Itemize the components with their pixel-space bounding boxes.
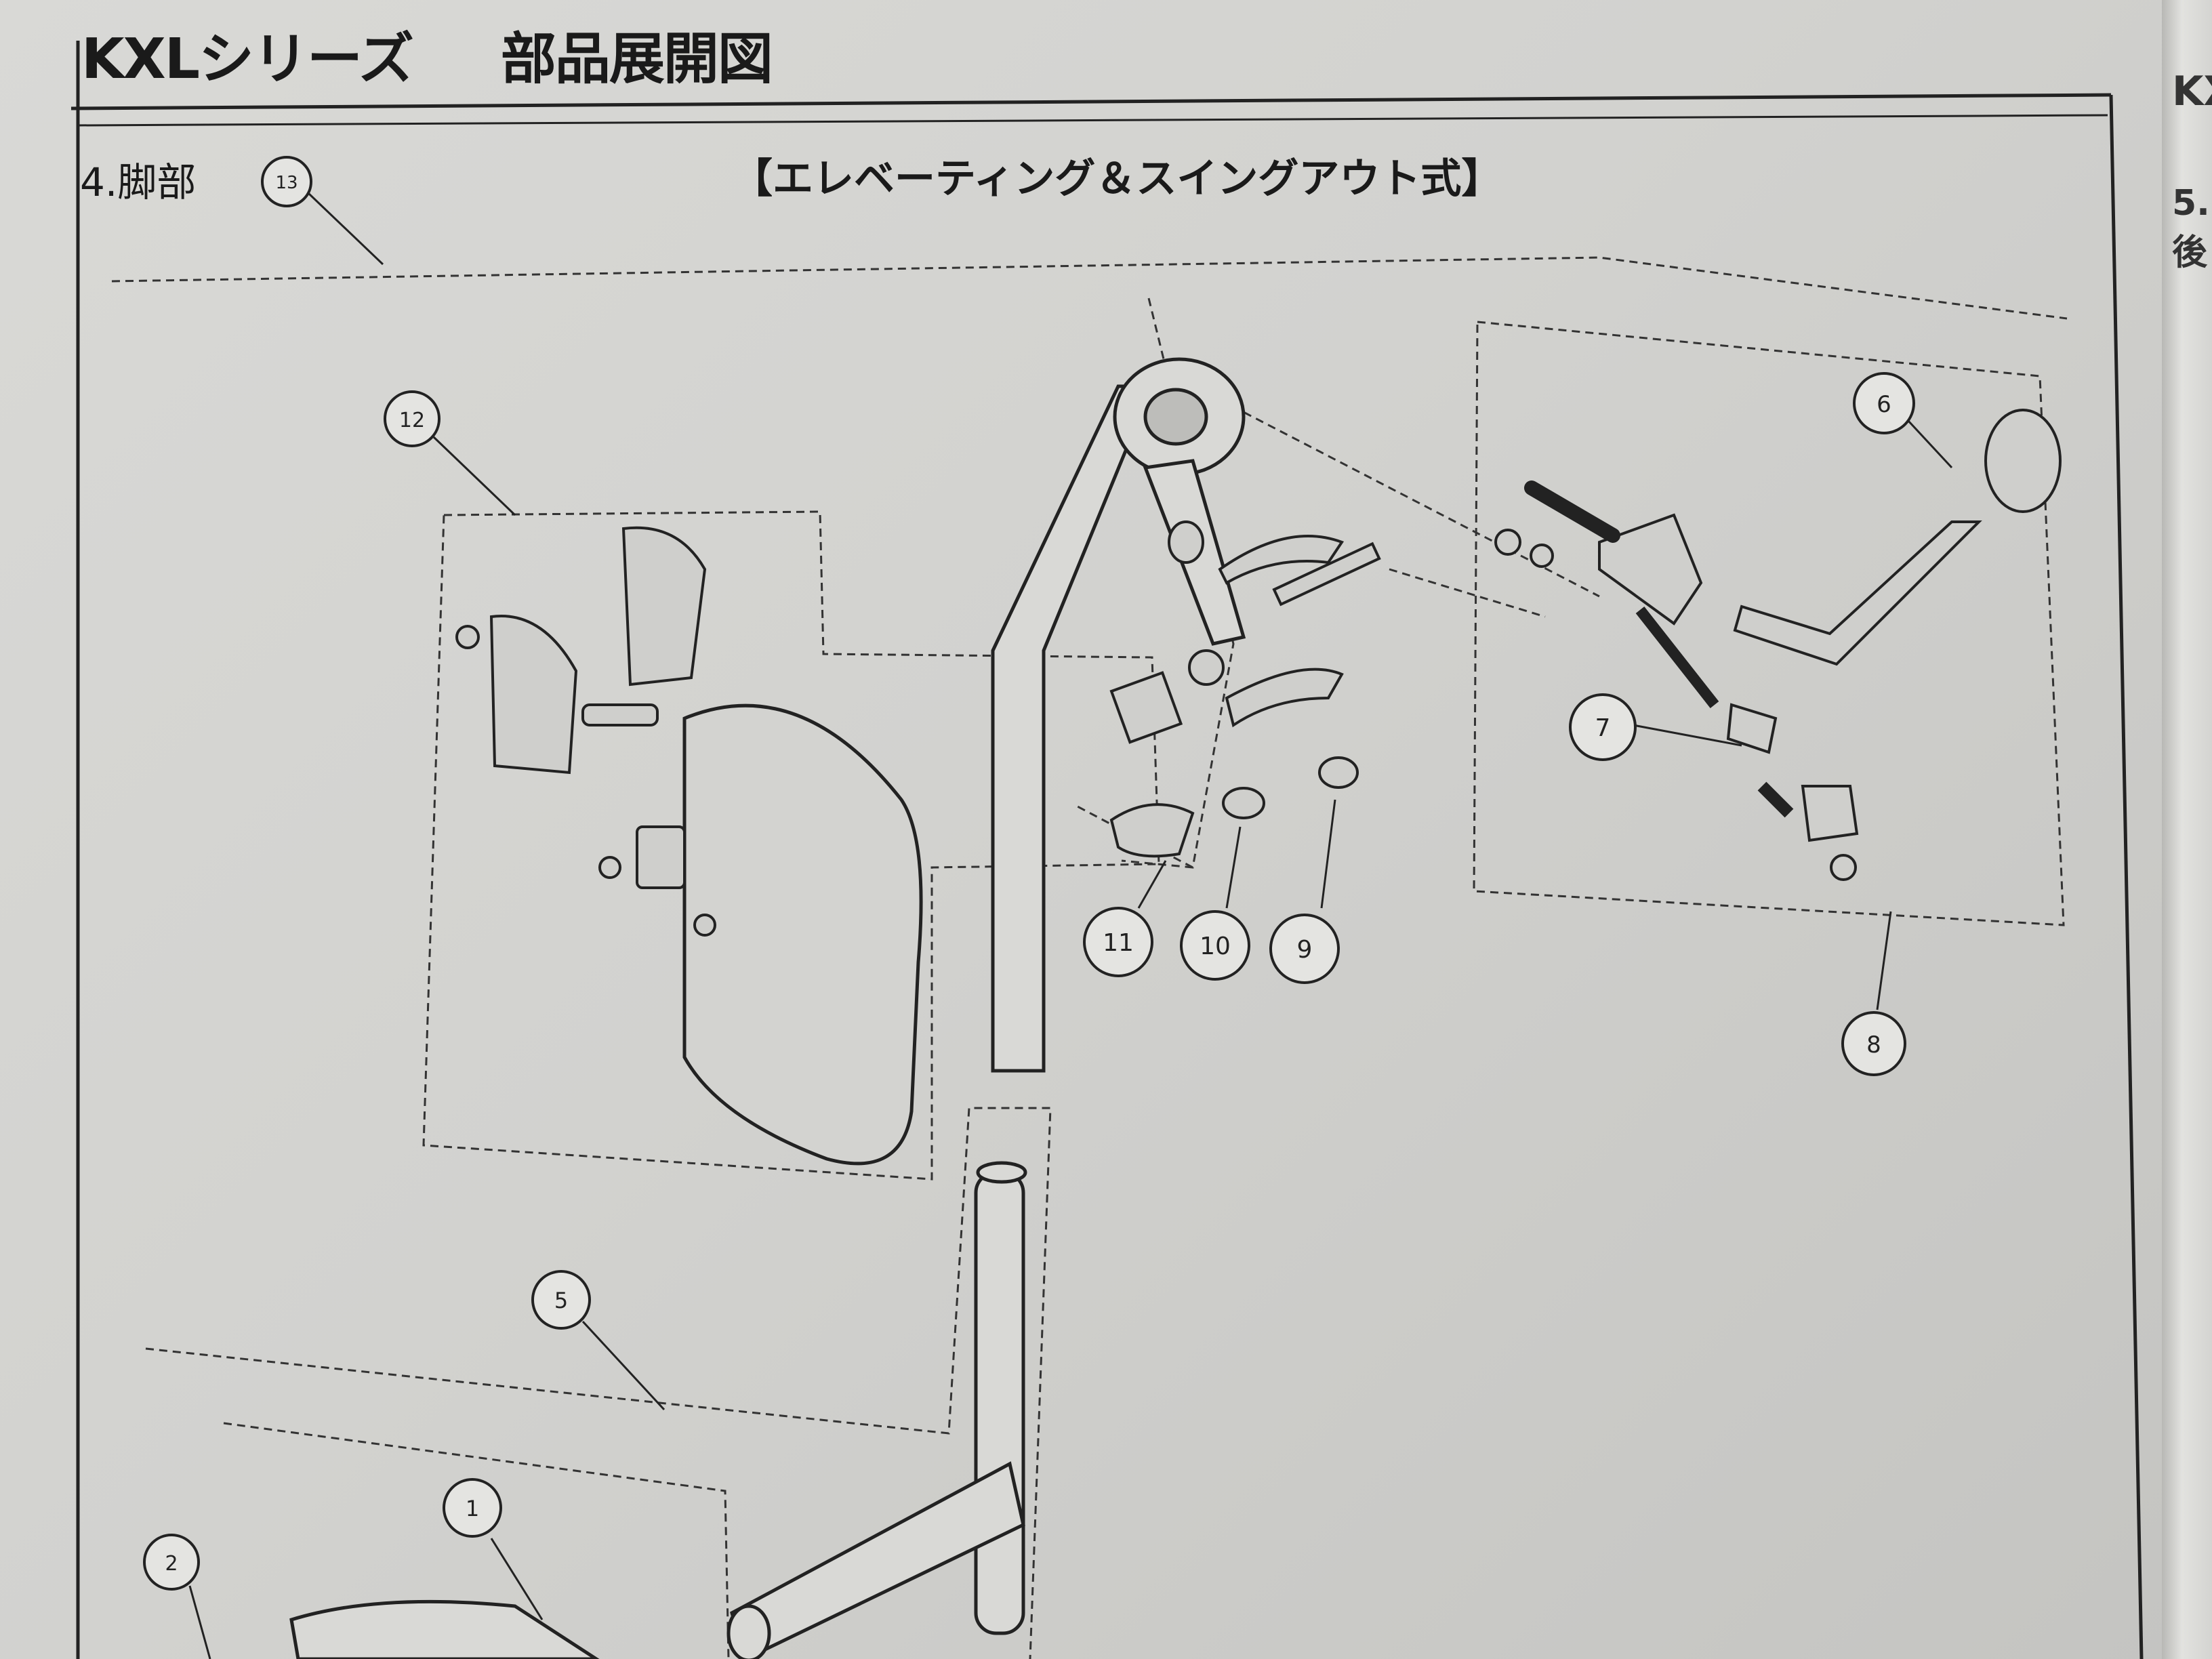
callout-8: 8 <box>1841 1011 1906 1076</box>
callout-7: 7 <box>1569 693 1637 761</box>
callout-11-label: 11 <box>1103 929 1134 957</box>
leader-lines <box>188 192 1953 1659</box>
calf-bracket-parts <box>455 526 716 937</box>
release-lever-parts <box>1494 409 2062 881</box>
diagram-title: 部品展開図 <box>500 27 773 91</box>
next-page-series-label: KX <box>2172 68 2212 115</box>
group-12-outline <box>422 510 1160 1181</box>
group-5-outline <box>145 1107 1052 1659</box>
callout-6-label: 6 <box>1877 391 1891 418</box>
series-name: KXLシリーズ <box>81 27 414 91</box>
page-frame <box>70 41 2144 1659</box>
callout-9-label: 9 <box>1297 936 1313 964</box>
callout-7-label: 7 <box>1595 714 1611 742</box>
callout-12-label: 12 <box>399 409 425 432</box>
group-pin-outline <box>1077 805 1193 869</box>
callout-9: 9 <box>1269 914 1340 984</box>
callout-5: 5 <box>531 1270 591 1330</box>
next-page-edge <box>2162 0 2212 1659</box>
next-page-section-label: 5.後 <box>2172 183 2210 273</box>
section-label: 4.脚部 <box>80 159 197 205</box>
callout-6: 6 <box>1853 372 1915 434</box>
callout-5-label: 5 <box>554 1288 568 1313</box>
section-subtitle: 【エレベーティング＆スイングアウト式】 <box>732 155 1502 203</box>
page-title: KXLシリーズ 部品展開図 <box>81 14 773 94</box>
callout-8-label: 8 <box>1866 1031 1881 1059</box>
group-8-outline <box>1473 321 2065 926</box>
callout-10-label: 10 <box>1200 933 1231 960</box>
callout-11: 11 <box>1083 907 1153 977</box>
callout-13: 13 <box>261 156 312 207</box>
callout-10: 10 <box>1180 910 1250 981</box>
swing-hardware <box>1109 520 1381 858</box>
group-1-outline <box>223 1422 730 1659</box>
callout-1: 1 <box>443 1478 502 1538</box>
callout-1-label: 1 <box>466 1496 479 1521</box>
footplate <box>682 703 923 1166</box>
callout-2: 2 <box>143 1534 200 1591</box>
callout-12: 12 <box>384 390 441 447</box>
group-13-outline <box>111 256 2068 320</box>
callout-13-label: 13 <box>275 173 298 193</box>
callout-2-label: 2 <box>165 1552 178 1576</box>
